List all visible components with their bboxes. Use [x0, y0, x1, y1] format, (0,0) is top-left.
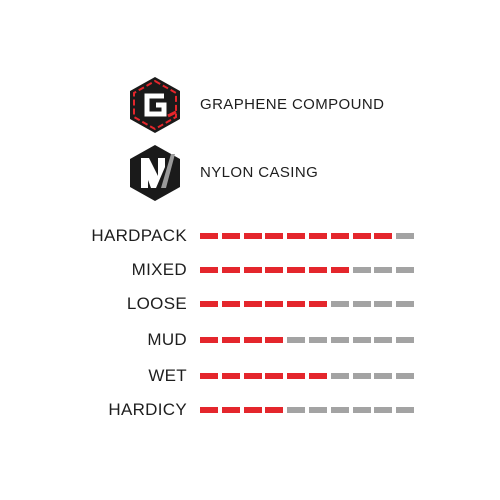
rating-segment-empty: [309, 407, 327, 413]
rating-segment-filled: [374, 233, 393, 239]
rating-segment-empty: [352, 407, 371, 413]
rating-row-hardicy: HARDICY: [0, 400, 500, 420]
terrain-label: HARDICY: [108, 400, 187, 419]
rating-segment-filled: [265, 301, 284, 307]
rating-segment-empty: [374, 373, 393, 379]
rating-row-mixed: MIXED: [0, 260, 500, 280]
rating-segment-empty: [352, 267, 371, 273]
rating-segment-filled: [221, 267, 240, 273]
rating-segment-filled: [309, 267, 327, 273]
graphene-hexagon-icon: [130, 77, 180, 133]
rating-segment-filled: [221, 407, 240, 413]
terrain-label: MIXED: [131, 260, 187, 279]
rating-bar: [200, 301, 415, 307]
rating-segment-empty: [374, 301, 393, 307]
rating-segment-filled: [200, 337, 218, 343]
rating-segment-filled: [243, 337, 262, 343]
rating-row-wet: WET: [0, 366, 500, 386]
rating-row-hardpack: HARDPACK: [0, 226, 500, 246]
feature-label: NYLON CASING: [200, 164, 319, 181]
rating-segment-filled: [330, 233, 349, 239]
rating-segment-filled: [309, 233, 327, 239]
rating-segment-filled: [221, 301, 240, 307]
rating-segment-empty: [309, 337, 327, 343]
rating-segment-empty: [330, 301, 349, 307]
feature-graphene-compound: GRAPHENE COMPOUND: [128, 76, 448, 134]
feature-label: GRAPHENE COMPOUND: [200, 96, 385, 113]
rating-segment-empty: [287, 337, 306, 343]
rating-segment-empty: [330, 337, 349, 343]
rating-segment-empty: [396, 373, 415, 379]
rating-segment-filled: [265, 233, 284, 239]
rating-segment-filled: [221, 337, 240, 343]
rating-segment-filled: [200, 373, 218, 379]
rating-segment-filled: [243, 301, 262, 307]
rating-bar: [200, 267, 415, 273]
rating-bar: [200, 337, 415, 343]
feature-nylon-casing: NYLON CASING: [128, 144, 448, 202]
rating-bar: [200, 233, 415, 239]
rating-bar: [200, 407, 415, 413]
rating-segment-filled: [352, 233, 371, 239]
rating-segment-filled: [265, 407, 284, 413]
rating-segment-filled: [243, 407, 262, 413]
rating-segment-empty: [374, 337, 393, 343]
rating-segment-filled: [200, 267, 218, 273]
rating-segment-filled: [265, 373, 284, 379]
rating-segment-filled: [200, 301, 218, 307]
rating-segment-empty: [352, 337, 371, 343]
rating-segment-filled: [243, 233, 262, 239]
rating-segment-empty: [287, 407, 306, 413]
rating-segment-empty: [396, 407, 415, 413]
rating-segment-filled: [200, 407, 218, 413]
rating-segment-filled: [287, 267, 306, 273]
rating-segment-filled: [265, 267, 284, 273]
rating-segment-empty: [330, 407, 349, 413]
rating-segment-filled: [309, 301, 327, 307]
rating-segment-filled: [287, 301, 306, 307]
rating-segment-filled: [287, 373, 306, 379]
rating-segment-filled: [200, 233, 218, 239]
rating-segment-empty: [396, 301, 415, 307]
rating-segment-filled: [330, 267, 349, 273]
rating-segment-filled: [221, 373, 240, 379]
rating-row-loose: LOOSE: [0, 294, 500, 314]
rating-segment-empty: [396, 233, 415, 239]
rating-segment-empty: [396, 337, 415, 343]
rating-segment-empty: [330, 373, 349, 379]
rating-segment-empty: [352, 301, 371, 307]
rating-bar: [200, 373, 415, 379]
rating-segment-filled: [221, 233, 240, 239]
terrain-label: LOOSE: [126, 294, 187, 313]
rating-segment-empty: [374, 407, 393, 413]
nylon-hexagon-icon: [130, 145, 180, 201]
terrain-label: WET: [148, 366, 187, 385]
rating-segment-filled: [287, 233, 306, 239]
terrain-label: MUD: [147, 330, 187, 349]
rating-row-mud: MUD: [0, 330, 500, 350]
terrain-label: HARDPACK: [91, 226, 187, 245]
rating-segment-filled: [243, 267, 262, 273]
rating-segment-empty: [374, 267, 393, 273]
rating-segment-empty: [352, 373, 371, 379]
rating-segment-filled: [265, 337, 284, 343]
rating-segment-filled: [243, 373, 262, 379]
rating-segment-filled: [309, 373, 327, 379]
rating-segment-empty: [396, 267, 415, 273]
